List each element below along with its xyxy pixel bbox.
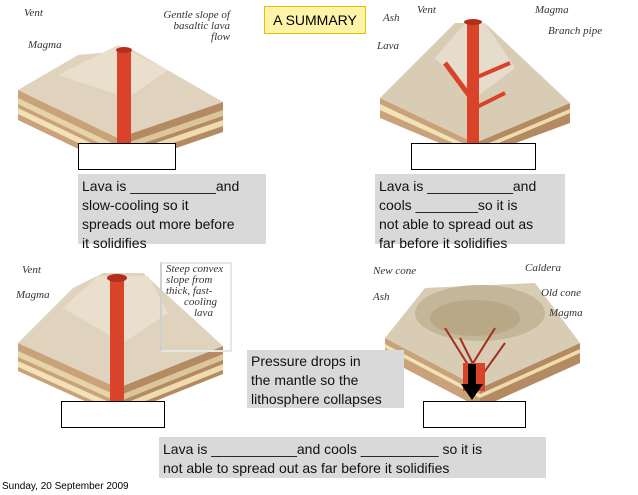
shield-volcano-illustration	[18, 45, 223, 168]
vent-label: Vent	[417, 4, 436, 16]
caption-top-right: Lava is ___________and cools ________so …	[375, 174, 565, 251]
vent-label: Vent	[22, 264, 41, 276]
caption-bottom: Lava is ___________and cools __________ …	[159, 437, 546, 478]
old-cone-label: Old cone	[541, 287, 582, 299]
steep-slope-label: Steep convex slope from thick, fast- coo…	[160, 262, 232, 352]
summary-title: A SUMMARY	[264, 6, 366, 34]
steep-volcano-illustration	[18, 273, 223, 416]
magma-label: Magma	[16, 289, 50, 301]
down-arrow-icon	[461, 364, 483, 400]
caption-top-left: Lava is ___________and slow-cooling so i…	[78, 174, 266, 251]
magma-label: Magma	[535, 4, 569, 16]
magma-label: Magma	[549, 307, 583, 319]
magma-label: Magma	[28, 39, 62, 51]
answer-box-bottom-left[interactable]	[61, 401, 165, 428]
answer-box-bottom-right[interactable]	[423, 401, 526, 428]
gentle-slope-label: Gentle slope of basaltic lava flow	[163, 9, 230, 43]
answer-box-top-left[interactable]	[78, 143, 176, 170]
vent-label: Vent	[24, 7, 43, 19]
composite-volcano-illustration	[380, 19, 570, 158]
answer-box-top-right[interactable]	[411, 143, 536, 170]
ash-label: Ash	[373, 291, 390, 303]
branch-pipe-label: Branch pipe	[548, 25, 603, 37]
caldera-volcano-illustration	[385, 283, 580, 408]
ash-label: Ash	[383, 12, 400, 24]
caldera-label: Caldera	[525, 262, 562, 274]
pressure-note: Pressure drops in the mantle so the lith…	[247, 350, 404, 408]
new-cone-label: New cone	[373, 265, 417, 277]
footer-date: Sunday, 20 September 2009	[2, 481, 129, 492]
lava-label: Lava	[377, 40, 399, 52]
